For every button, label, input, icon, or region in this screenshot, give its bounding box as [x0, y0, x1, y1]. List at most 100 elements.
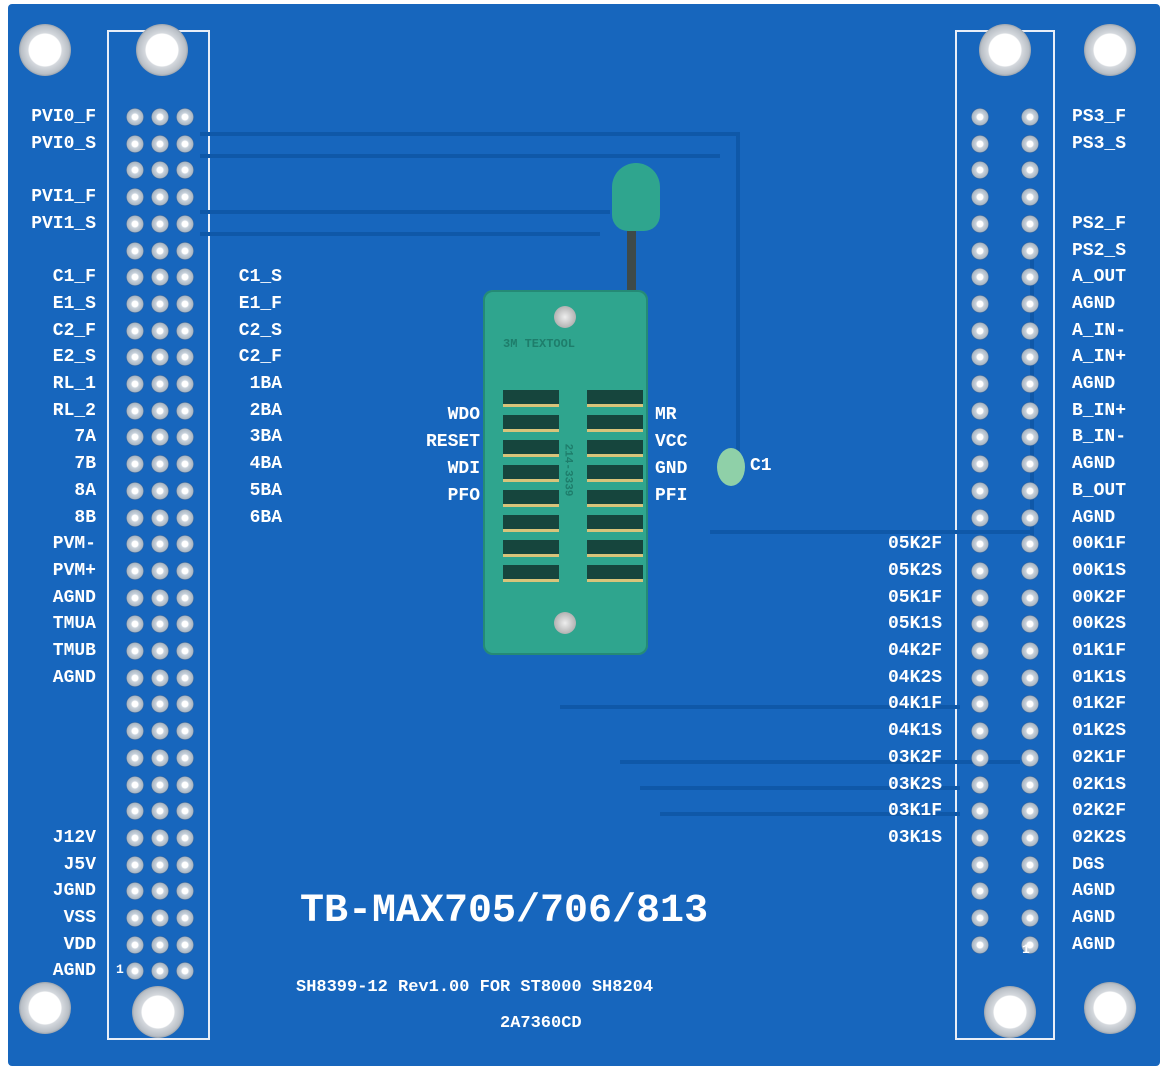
header-pin [126, 188, 144, 207]
pin-label-pfo: PFO [447, 486, 480, 506]
socket-slot [503, 415, 559, 432]
pin-label: PS3_F [1072, 107, 1127, 127]
header-pin [126, 535, 144, 554]
header-pin [176, 882, 194, 901]
pin-label: PS3_S [1072, 133, 1127, 154]
header-pin [126, 561, 144, 580]
pin-label: 05K2S [887, 560, 942, 581]
header-pin [151, 428, 169, 447]
header-pin [176, 775, 194, 794]
pin-label: AGND [1072, 908, 1116, 928]
header-pin [151, 294, 169, 313]
header-pin [1021, 695, 1039, 714]
pin-label: JGND [52, 881, 96, 902]
header-pin [151, 882, 169, 901]
mounting-hole [132, 986, 184, 1038]
mounting-hole [136, 24, 188, 76]
header-pin [151, 348, 169, 367]
pin-label: DGS [1072, 854, 1105, 875]
header-pin [971, 909, 989, 927]
header-pin [176, 508, 194, 527]
header-pin [1021, 294, 1039, 313]
header-pin [1021, 428, 1039, 447]
pin-label: J12V [52, 827, 96, 848]
board-code: 2A7360CD [500, 1014, 582, 1033]
trace [660, 812, 960, 816]
header-pin [126, 241, 144, 260]
header-pin [151, 962, 169, 981]
socket-slot [587, 465, 643, 482]
header-pin [1021, 188, 1039, 207]
pin-label: VDD [63, 934, 96, 955]
header-pin [971, 561, 989, 580]
pin-label: 00K2S [1072, 614, 1127, 635]
header-pin [126, 695, 144, 714]
header-pin [151, 481, 169, 500]
header-pin [151, 508, 169, 527]
pin-label-reset: RESET [425, 432, 480, 452]
header-pin [151, 855, 169, 874]
header-pin [176, 481, 194, 500]
header-pin [126, 668, 144, 687]
header-pin [971, 348, 989, 367]
header-pin [971, 268, 989, 287]
pin-label: 1BA [249, 374, 282, 394]
header-pin [1021, 508, 1039, 527]
header-pin [126, 268, 144, 287]
pin-label-pfi: PFI [655, 486, 688, 506]
header-pin [971, 855, 989, 874]
header-pin [971, 588, 989, 607]
pin-label: 00K1F [1072, 534, 1127, 555]
socket-slot [587, 565, 643, 582]
lever-knob[interactable] [612, 163, 660, 231]
pin-label: C2_F [52, 320, 96, 341]
header-pin [176, 321, 194, 340]
header-pin [176, 962, 194, 981]
pin-label: A_IN- [1072, 320, 1127, 341]
screw-icon [554, 306, 576, 328]
header-pin [176, 455, 194, 474]
pin-label: 7B [74, 454, 96, 475]
header-pin [971, 108, 989, 126]
header-pin [1021, 214, 1039, 233]
pin1-mark-left: 1 [116, 962, 124, 977]
header-pin [126, 909, 144, 927]
socket-slot [503, 465, 559, 482]
socket-slot [587, 415, 643, 432]
pin-label: AGND [52, 667, 96, 688]
header-pin [971, 455, 989, 474]
header-pin [971, 535, 989, 554]
pin-label: 04K1F [887, 694, 942, 715]
pin-label: 5BA [249, 480, 282, 501]
header-pin [1021, 775, 1039, 794]
header-pin [971, 508, 989, 527]
header-pin [971, 935, 989, 954]
header-pin [126, 642, 144, 660]
pin-label-wdo: WDO [447, 405, 480, 425]
header-pin [176, 214, 194, 233]
pin-label: C2_S [238, 320, 282, 341]
trace [200, 132, 740, 136]
header-pin [176, 722, 194, 741]
pin-label: RL_1 [52, 374, 96, 394]
header-pin [971, 775, 989, 794]
pin-label: RL_2 [52, 400, 96, 421]
pin-label: AGND [1072, 374, 1116, 394]
pin-label: 6BA [249, 507, 282, 528]
header-pin [1021, 241, 1039, 260]
mounting-hole [984, 986, 1036, 1038]
pin-label: 05K1S [887, 614, 942, 635]
mounting-hole [19, 982, 71, 1034]
header-pin [1021, 855, 1039, 874]
header-pin [176, 802, 194, 821]
pin-label: 05K2F [887, 534, 942, 555]
pin-label: J5V [63, 854, 96, 875]
pin-label: 7A [74, 427, 96, 448]
socket-slot [587, 540, 643, 557]
pin-label-gnd: GND [655, 459, 688, 479]
header-pin [151, 455, 169, 474]
header-pin [151, 668, 169, 687]
pin1-mark-right: 1 [1022, 942, 1030, 957]
header-pin [1021, 268, 1039, 287]
